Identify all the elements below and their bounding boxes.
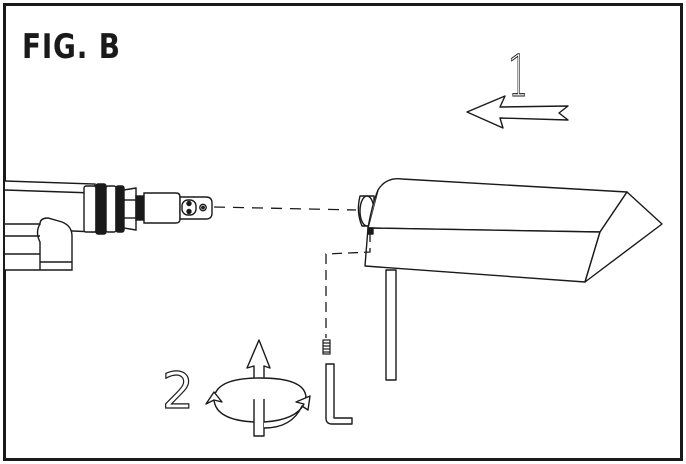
handle-assembly bbox=[4, 180, 213, 271]
reflector-hood bbox=[357, 178, 663, 381]
alignment-line bbox=[213, 206, 357, 211]
figure-title: FIG. B bbox=[22, 27, 121, 67]
step-1-label: 1 bbox=[508, 44, 528, 111]
rotate-up-arrow-icon bbox=[205, 339, 311, 437]
allen-key-icon bbox=[325, 363, 353, 425]
left-arrow-icon bbox=[466, 95, 569, 129]
figure-border bbox=[3, 3, 683, 461]
screw-guide-line bbox=[325, 232, 371, 338]
step-2-label: 2 bbox=[162, 362, 194, 420]
set-screw-icon bbox=[322, 339, 331, 355]
